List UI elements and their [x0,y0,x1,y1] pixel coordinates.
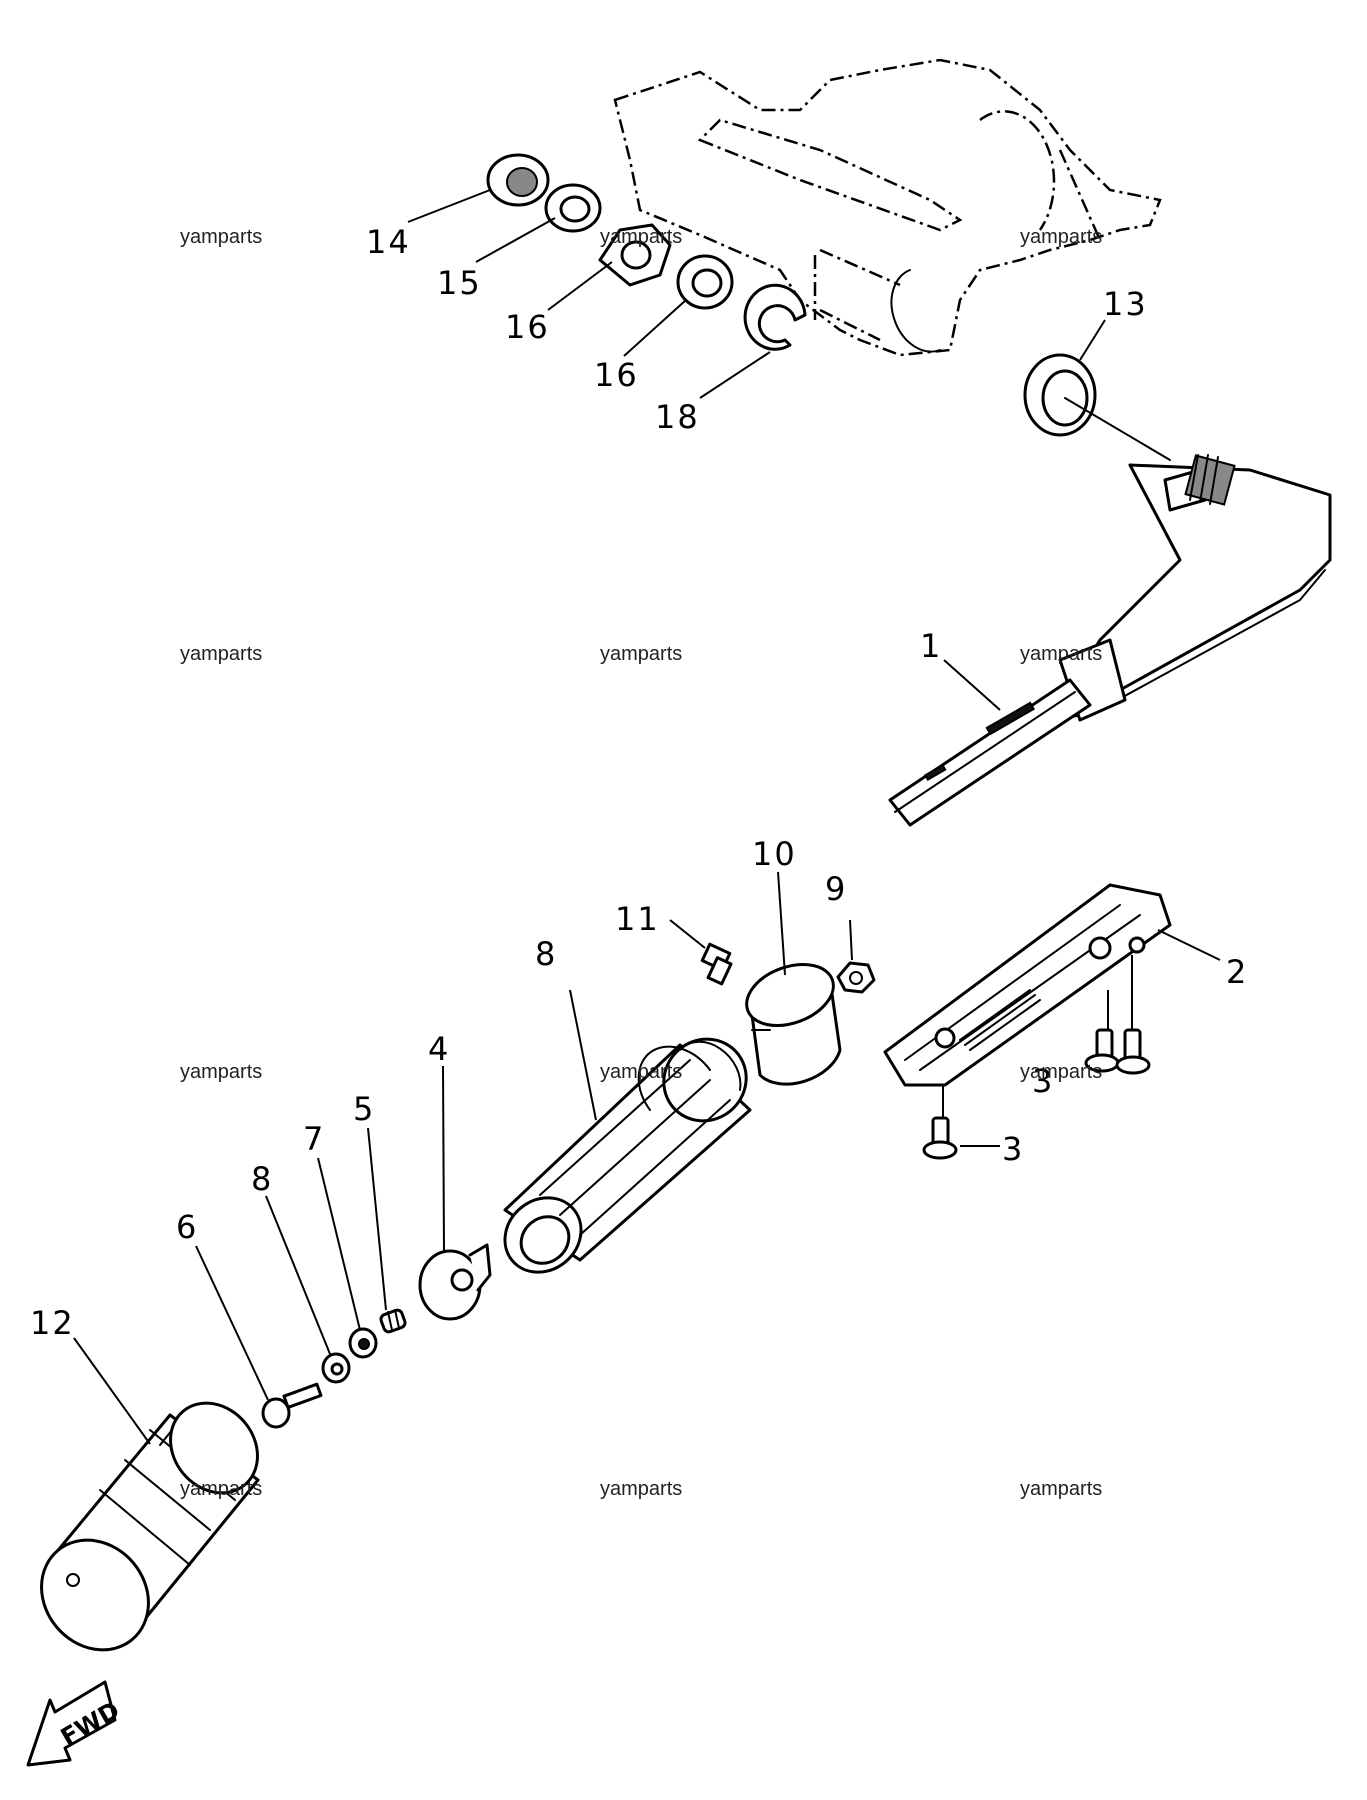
watermark: yamparts [600,1478,682,1500]
callout-15: 16 [505,308,550,346]
steering-handle [888,454,1332,827]
watermark: yamparts [180,1478,262,1500]
bolt-12 [700,942,733,986]
bushing [1023,353,1171,461]
throttle-sleeve-10 [503,1037,752,1274]
nut-9 [836,961,876,994]
watermark: yamparts [180,226,262,248]
handle-threaded-end [1184,454,1236,506]
callout-6: 6 [176,1208,198,1246]
callout-17: 14 [366,223,411,261]
callout-13: 12 [30,1304,75,1342]
swivel-bracket [613,58,1162,357]
watermark: yamparts [1020,1478,1102,1500]
watermark: yamparts [1020,1061,1102,1083]
callout-16-bottom: 16 [594,356,639,394]
circlip-18 [743,283,807,351]
callout-11: 10 [752,835,797,873]
watermark: yamparts [600,1061,682,1083]
spring-5 [379,1308,407,1334]
forward-direction-arrow: FWD [26,1680,124,1767]
watermark: yamparts [1020,643,1102,665]
washer-16-bottom [676,254,734,310]
callout-16-top: 15 [437,264,482,302]
callout-2: 2 [1226,953,1248,991]
callout-4: 4 [428,1030,450,1068]
callout-1: 1 [920,627,942,665]
watermark: yamparts [600,643,682,665]
washer-7 [348,1327,378,1359]
callout-3-bottom: 3 [1002,1130,1024,1168]
callout-7: 7 [303,1120,325,1158]
screw-3-bottom [922,1085,958,1160]
bolt-6 [261,1382,323,1429]
leader-lines [73,189,1221,1445]
callout-5: 5 [353,1090,375,1128]
watermark: yamparts [180,643,262,665]
screw-3-right-b [1115,955,1151,1075]
watermark: yamparts [600,226,682,248]
callout-labels: 14 15 16 16 18 13 1 10 9 11 8 2 3 3 4 5 … [30,223,1248,1342]
watermark: yamparts [1020,226,1102,248]
screw-3-right-a [1084,990,1120,1073]
washer-8 [321,1352,351,1384]
nut-15 [598,223,672,287]
collar-11 [745,963,842,1086]
grip-13 [40,1401,260,1652]
callout-10: 8 [535,935,557,973]
watermarks: yamparts yamparts yamparts yamparts yamp… [180,226,1102,1500]
callout-9: 9 [825,870,847,908]
grip-housing [883,883,1172,1087]
callout-12: 11 [615,900,660,938]
watermark: yamparts [180,1061,262,1083]
callout-14: 13 [1103,285,1148,323]
callout-18: 18 [655,398,700,436]
callout-8: 8 [251,1160,273,1198]
callout-3-right: 3 [1032,1062,1054,1100]
cap-4 [418,1243,492,1321]
washer-16-top [544,183,602,233]
nut-17 [486,153,550,207]
